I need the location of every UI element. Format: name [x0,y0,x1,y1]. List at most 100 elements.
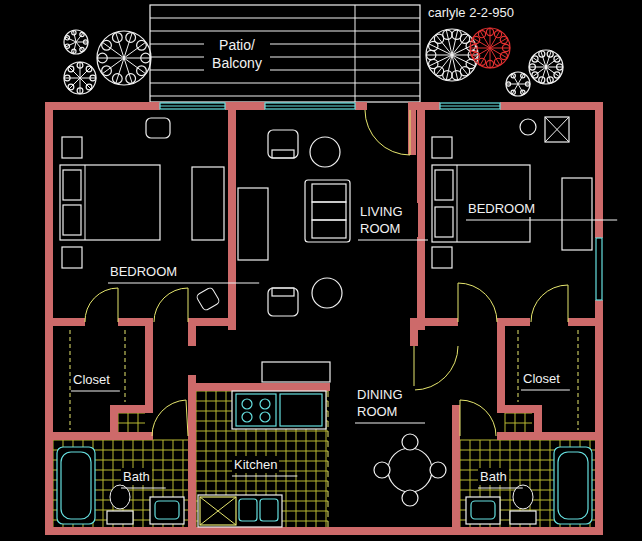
tile-line [196,431,328,432]
plant-leaf [478,58,485,65]
door-leaf [188,288,189,322]
wall [452,405,460,535]
dining-chair [402,490,418,506]
deck-board [150,57,420,58]
plant-leaf [494,58,501,65]
label-holder: Bath [478,467,509,485]
window [160,103,225,109]
lamp-table [545,117,569,142]
toilet [110,485,130,509]
door-swing [154,288,188,322]
pillow [63,170,81,200]
floor-tile [53,440,188,527]
plant-leaf [443,30,452,39]
door-swing [531,285,568,322]
plant-leaf [80,78,81,94]
window [440,103,500,109]
patio [150,5,420,102]
plant-leaf [76,33,83,42]
wall [410,318,458,326]
plant-leaf [506,82,510,86]
label-holder: Patio/ Balcony [204,36,270,72]
plant-leaf [76,42,83,51]
pillow [63,205,81,235]
plant-leaf [490,28,491,48]
window [596,238,602,300]
plant-leaf [518,84,530,85]
plant-leaf [102,66,112,76]
wall [188,375,196,535]
tile-line [540,440,541,527]
toilet-tank [107,511,133,524]
pantry [200,497,236,525]
label-holder: Bath [121,467,152,485]
label-underline [355,423,425,424]
plant-leaf [486,28,493,35]
plant-leaf [429,59,438,68]
plant-leaf [500,36,507,43]
deck-divider [355,5,356,102]
label-holder: LIVING ROOM [358,203,418,237]
plant-leaf [64,75,70,81]
room-label: BEDROOM [108,263,179,280]
room-label: LIVING ROOM [358,203,418,237]
wall [45,318,85,326]
plant-leaf [97,58,124,59]
armchair [268,130,298,158]
label-holder: Closet [71,370,112,388]
side-table [312,278,342,308]
door-arc [365,110,410,155]
wall [497,318,530,326]
dining-chair [402,434,418,450]
tile-line [118,423,145,424]
label-holder: BEDROOM [108,262,179,280]
plant-leaf [126,74,136,84]
burner [260,399,270,409]
plant-leaf [124,32,132,58]
plant-leaf [494,31,501,38]
door-arc [458,283,497,322]
breakfast-bar [262,362,330,382]
sofa [305,180,350,242]
plant-leaf [429,55,452,66]
plant-leaf [452,71,461,80]
plant-leaf [80,47,84,51]
plant-leaf [86,84,92,90]
plant-leaf [554,56,560,62]
plant-leaf [69,78,80,89]
plant-leaf [539,51,545,57]
plant-leaf [76,42,88,43]
chair [196,287,221,312]
plant-leaf [112,74,122,84]
tile-line [196,451,328,452]
closet-rod [518,330,519,402]
patio-outline [150,5,420,102]
plant-leaf [478,31,485,38]
door-arc [85,288,118,322]
wall [500,102,603,110]
room-label: Patio/ Balcony [204,36,270,72]
drawing-title: carlyle 2-2-950 [426,4,516,21]
room-label: Closet [521,370,562,387]
closet-rod [125,330,126,402]
plant-leaf [69,67,80,78]
nightstand [432,247,452,268]
plant-leaf [98,53,108,63]
wall [45,102,160,110]
burner [242,399,252,409]
deck-board [150,44,420,45]
nightstand [432,137,452,158]
wall [410,326,418,346]
plant-leaf [72,30,76,34]
armchair [272,150,294,158]
door-leaf [186,400,188,436]
plant-leaf [547,51,553,57]
plant-leaf [83,40,87,44]
plant-leaf [77,62,83,68]
counter-edge [328,391,329,527]
plant-leaf [486,60,493,67]
plant-leaf [512,74,518,84]
label-underline [71,391,120,392]
deck-board [150,31,420,32]
door-leaf [460,400,461,436]
